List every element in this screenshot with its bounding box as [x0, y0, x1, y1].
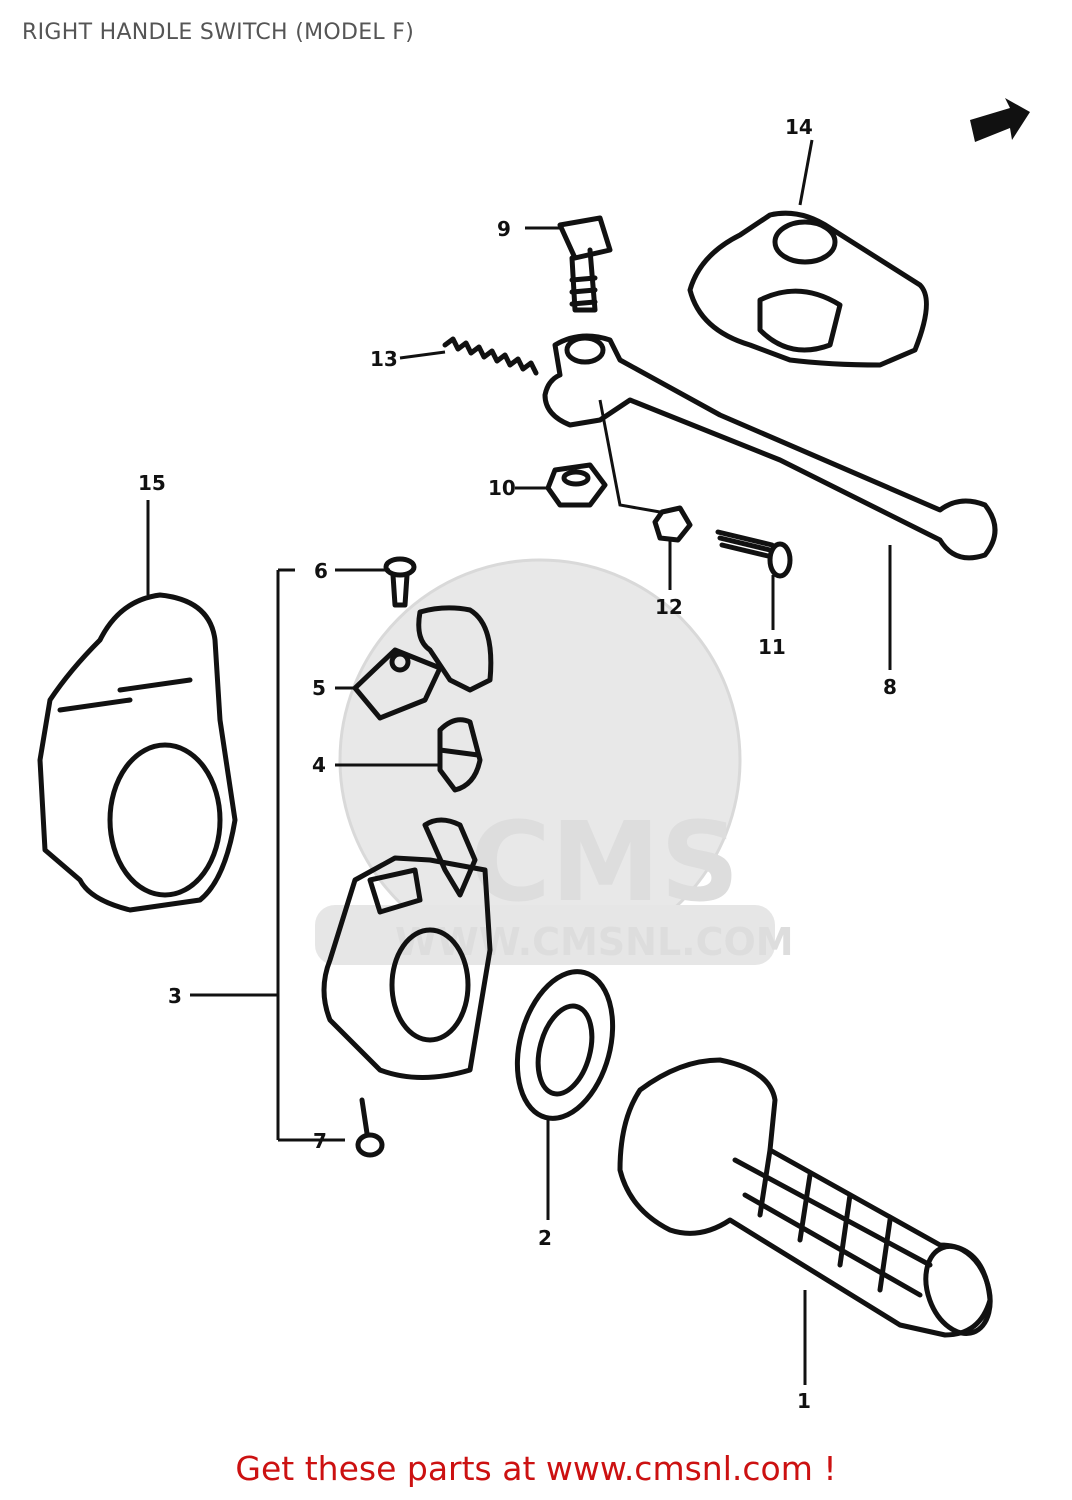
part-6-screw [383, 556, 417, 608]
footer-link-text[interactable]: Get these parts at www.cmsnl.com ! [235, 1449, 837, 1488]
part-4-slide-piece [437, 717, 483, 793]
callout-1: 1 [797, 1389, 811, 1413]
diagram-title: RIGHT HANDLE SWITCH (MODEL F) [22, 20, 415, 45]
callout-13: 13 [370, 347, 398, 371]
callout-6: 6 [314, 559, 328, 583]
callout-11: 11 [758, 635, 786, 659]
part-3-switch-housing [321, 817, 493, 1080]
callout-5: 5 [312, 676, 326, 700]
callout-3: 3 [168, 984, 182, 1008]
callout-9: 9 [497, 217, 511, 241]
callout-labels: 14 9 13 10 12 11 8 15 6 5 4 3 7 2 1 [138, 115, 897, 1413]
part-5-switch-plate [352, 605, 494, 721]
part-11-screw [715, 529, 793, 579]
part-9-bolt [557, 215, 613, 313]
callout-10: 10 [488, 476, 516, 500]
part-2-throttle-pulley [514, 969, 616, 1121]
part-1-grip [617, 1057, 993, 1338]
callout-12: 12 [655, 595, 683, 619]
part-8-brake-lever [542, 333, 998, 561]
callout-4: 4 [312, 753, 326, 777]
part-15-switch-cover [37, 592, 238, 913]
callout-7: 7 [313, 1129, 327, 1153]
direction-arrow-icon [970, 98, 1030, 142]
part-10-nut [545, 462, 608, 508]
watermark-url-band [315, 905, 775, 965]
part-14-lever-holder [687, 210, 929, 368]
callout-14: 14 [785, 115, 813, 139]
watermark-main-text: CMS [470, 798, 739, 926]
part-13-spring [442, 336, 539, 376]
callout-8: 8 [883, 675, 897, 699]
leader-lines [146, 139, 892, 1385]
part-7-screw [355, 1097, 385, 1158]
callout-2: 2 [538, 1226, 552, 1250]
cms-watermark: CMS WWW.CMSNL.COM [315, 558, 794, 965]
part-12-nut [652, 505, 693, 543]
callout-15: 15 [138, 471, 166, 495]
